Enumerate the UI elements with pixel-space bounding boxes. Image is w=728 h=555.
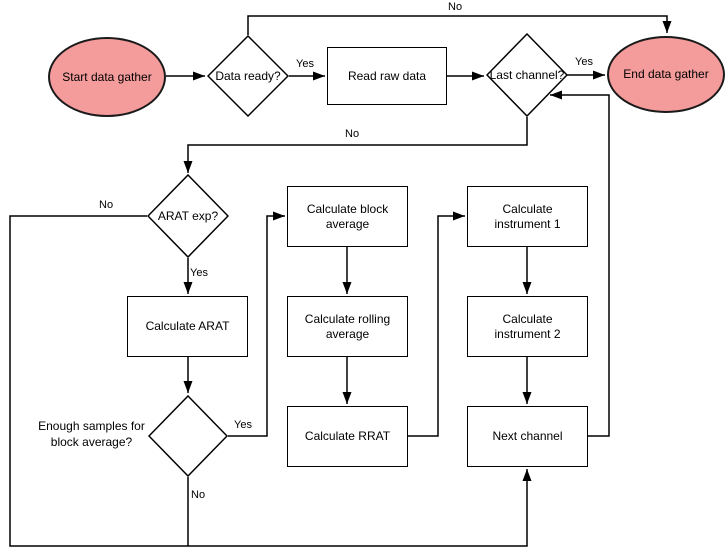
edge-arat-nextchannel-no — [9, 215, 532, 547]
node-next-channel: Next channel — [467, 406, 588, 467]
edge-enough-blockavg-yes — [228, 211, 285, 437]
edge-label-arat-yes: Yes — [190, 267, 208, 279]
edge-label-enough-yes: Yes — [234, 419, 252, 431]
node-calculate-instrument-1: Calculate instrument 1 — [467, 186, 588, 247]
node-label: Read raw data — [347, 68, 427, 83]
node-label: ARAT exp? — [157, 208, 219, 223]
edge-nextchannel-lastchannel — [550, 90, 610, 437]
node-last-channel-decision: Last channel? — [486, 33, 568, 117]
node-end-data-gather: End data gather — [607, 36, 725, 113]
node-arat-exp-decision: ARAT exp? — [147, 174, 229, 258]
node-enough-samples-decision — [148, 395, 228, 477]
node-label: Data ready? — [215, 68, 281, 83]
edge-label-lastchannel-yes: Yes — [575, 56, 593, 68]
node-calculate-rrat: Calculate RRAT — [287, 406, 408, 467]
edge-label-arat-no: No — [99, 199, 114, 211]
node-read-raw-data: Read raw data — [327, 47, 447, 105]
node-calculate-arat: Calculate ARAT — [127, 296, 248, 357]
node-label: Calculate ARAT — [145, 319, 230, 333]
node-start-data-gather: Start data gather — [48, 37, 166, 117]
node-label: Next channel — [492, 429, 563, 443]
node-calculate-instrument-2: Calculate instrument 2 — [467, 296, 588, 357]
diamond-shape — [147, 174, 229, 258]
node-label: Calculate instrument 2 — [494, 311, 561, 341]
diamond-shape — [207, 35, 289, 117]
edge-label-enough-no: No — [191, 489, 206, 501]
node-label: Calculate instrument 1 — [494, 201, 561, 231]
node-data-ready-decision: Data ready? — [207, 35, 289, 117]
diamond-shape — [148, 395, 228, 477]
node-calculate-block-average: Calculate block average — [287, 186, 408, 247]
edge-dataready-end-no — [247, 15, 672, 35]
node-label: Start data gather — [62, 69, 152, 84]
edge-label-lastchannel-no: No — [345, 128, 360, 140]
edge-rrat-instr1 — [408, 211, 465, 437]
edge-label-dataready-no: No — [448, 1, 463, 13]
edge-lastchannel-arat-no — [183, 117, 528, 173]
node-label: Calculate rolling average — [304, 311, 391, 341]
diamond-shape — [486, 33, 568, 117]
node-label: Calculate block average — [306, 201, 389, 231]
enough-samples-label: Enough samples for block average? — [38, 419, 145, 450]
node-calculate-rolling-average: Calculate rolling average — [287, 296, 408, 357]
node-label: End data gather — [623, 67, 709, 81]
edge-label-dataready-yes: Yes — [296, 58, 314, 70]
node-label: Last channel? — [489, 67, 565, 82]
node-label: Calculate RRAT — [304, 429, 391, 443]
